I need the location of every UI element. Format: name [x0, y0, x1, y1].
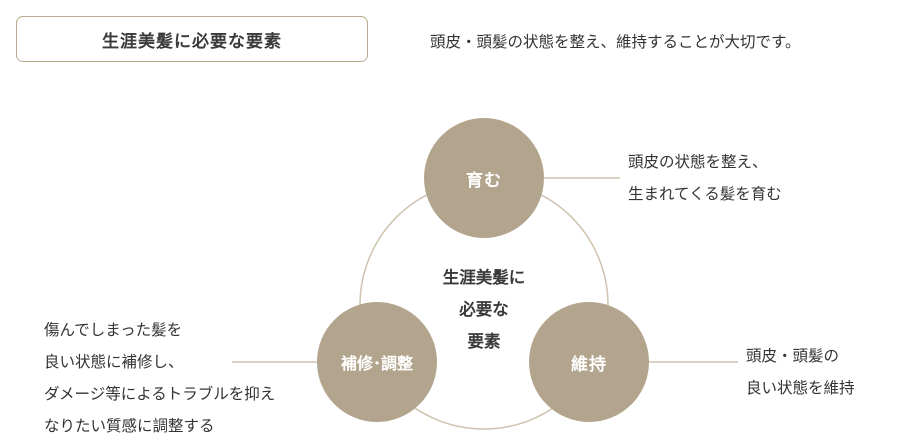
node-repair-description: 傷んでしまった髪を 良い状態に補修し、 ダメージ等によるトラブルを抑え なりたい… [44, 321, 276, 435]
node-maintain-description: 頭皮・頭髪の 良い状態を維持 [746, 347, 855, 397]
node-nurture: 育む [424, 118, 544, 238]
node-nurture-label: 育む [466, 170, 502, 191]
subtitle: 頭皮・頭髪の状態を整え、維持することが大切です。 [430, 33, 801, 51]
node-repair: 補修･調整 [317, 302, 437, 422]
node-nurture-description: 頭皮の状態を整え、 生まれてくる髪を育む [628, 153, 782, 203]
node-maintain-label: 維持 [571, 354, 607, 375]
center-label: 生涯美髪に 必要な 要素 [442, 268, 526, 351]
node-maintain: 維持 [529, 302, 649, 422]
diagram-title: 生涯美髪に必要な要素 [16, 16, 368, 62]
node-repair-label: 補修･調整 [340, 354, 413, 373]
